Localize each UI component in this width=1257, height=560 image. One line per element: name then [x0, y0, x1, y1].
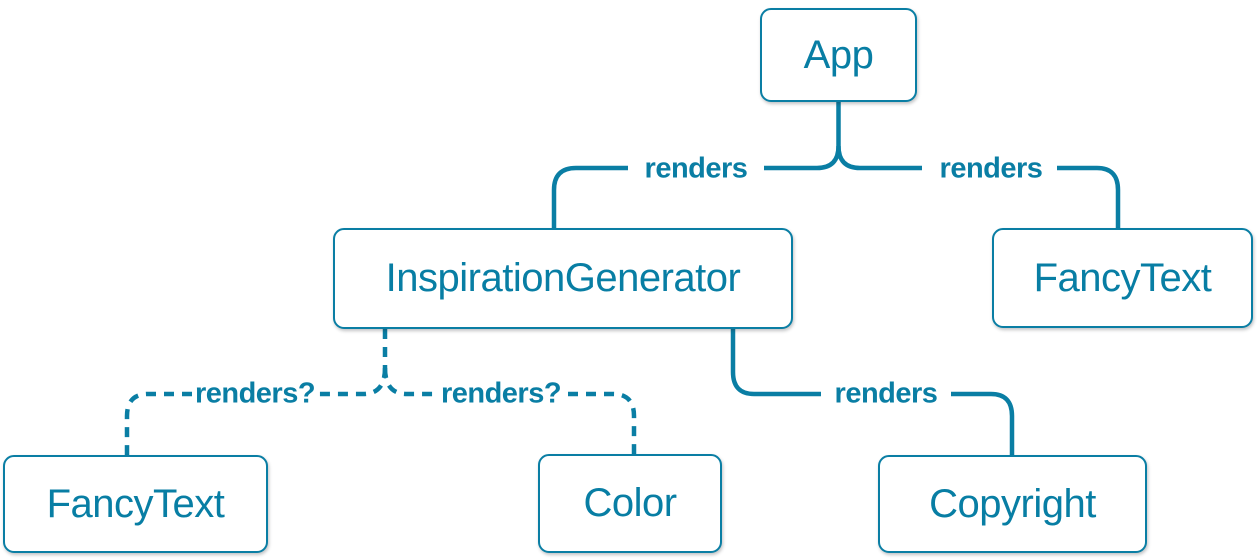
- edge-inspirationgenerator-to-color-arm: [382, 367, 434, 397]
- node-color: Color: [538, 454, 722, 553]
- edge-label-app-inspirationgenerator: renders: [644, 152, 748, 185]
- node-fancy-text-bottom: FancyText: [3, 455, 268, 553]
- edge-label-inspirationgenerator-color: renders?: [440, 377, 562, 410]
- node-copyright-label: Copyright: [929, 481, 1096, 526]
- edge-app-to-inspirationgenerator-arm: [764, 145, 841, 171]
- edge-inspirationgenerator-to-fancytext-arm: [318, 367, 388, 397]
- node-fancy-text-top-label: FancyText: [1033, 255, 1212, 300]
- node-app: App: [760, 8, 917, 102]
- node-copyright: Copyright: [878, 455, 1147, 553]
- edge-app-to-inspirationgenerator-tail: [551, 165, 628, 229]
- edge-label-inspirationgenerator-fancytext: renders?: [194, 377, 316, 410]
- edge-app-to-fancytext-arm: [836, 145, 922, 171]
- edge-inspirationgenerator-to-copyright-arm: [730, 329, 821, 397]
- edge-label-inspirationgenerator-copyright: renders: [834, 377, 938, 410]
- edge-app-to-fancytext-tail: [1057, 165, 1121, 229]
- node-fancy-text-bottom-label: FancyText: [46, 481, 225, 526]
- node-color-label: Color: [583, 481, 677, 525]
- node-inspiration-generator: InspirationGenerator: [333, 228, 793, 329]
- edge-inspirationgenerator-to-copyright-tail: [951, 391, 1015, 456]
- edge-inspirationgenerator-to-fancytext-tail: [124, 391, 192, 456]
- edge-inspirationgenerator-to-color-tail: [568, 391, 637, 455]
- node-app-label: App: [803, 32, 874, 77]
- edge-label-app-fancytext: renders: [939, 152, 1043, 185]
- node-inspiration-generator-label: InspirationGenerator: [385, 256, 741, 300]
- node-fancy-text-top: FancyText: [992, 228, 1253, 328]
